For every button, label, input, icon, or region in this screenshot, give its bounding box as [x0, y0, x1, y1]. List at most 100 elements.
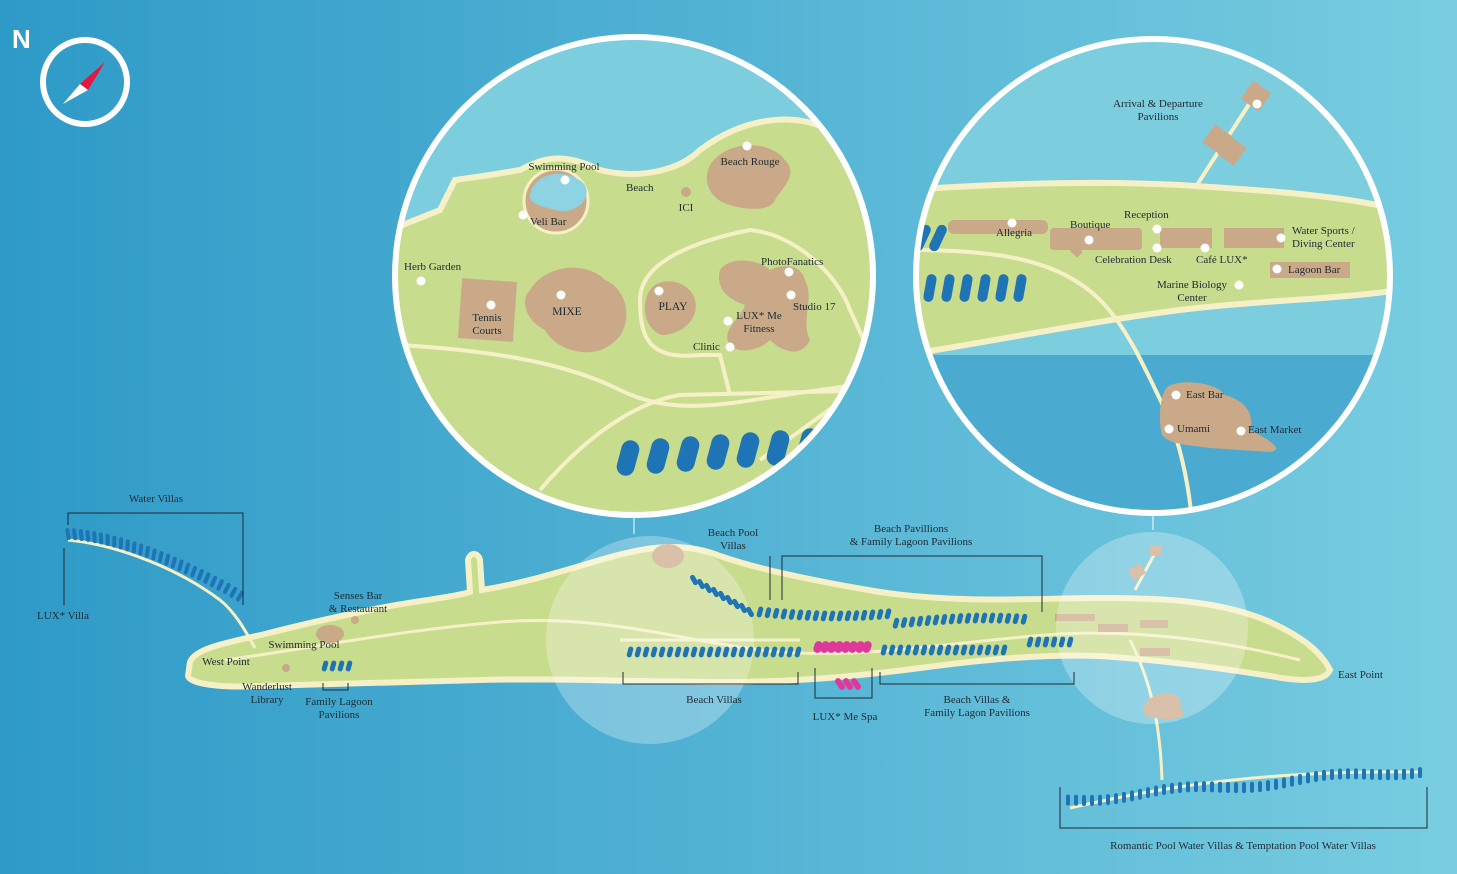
beach-villa	[770, 646, 778, 658]
label-clinic: Clinic	[693, 341, 720, 353]
beach-pavilion	[796, 609, 804, 621]
water-villa	[72, 528, 78, 541]
beach-villa	[690, 646, 698, 658]
location-dot	[723, 316, 733, 326]
beach-pavilion	[892, 617, 900, 629]
beach-villa	[762, 646, 770, 658]
lagoon-pavilion-east	[1066, 636, 1074, 648]
zoom-beach-villa	[706, 434, 730, 470]
label-east-point: East Point	[1338, 669, 1383, 681]
beach-villa	[642, 646, 650, 658]
water-villa	[157, 551, 164, 563]
beach-pavilion	[764, 607, 772, 619]
beach-pavilion	[828, 610, 836, 622]
beach-villa-east	[1000, 644, 1008, 656]
label-umami: Umami	[1177, 423, 1210, 435]
pool-water-villa	[1394, 769, 1398, 781]
pool-water-villa	[1066, 794, 1070, 806]
pool-water-villa	[1354, 768, 1358, 780]
beach-villa	[778, 646, 786, 658]
beach-pavilion	[908, 616, 916, 628]
water-villa	[203, 572, 211, 584]
zoom-villa-south	[1013, 274, 1027, 302]
beach-pavilion	[988, 612, 996, 624]
beach-villa	[738, 646, 746, 658]
beach-pavilion	[860, 609, 868, 621]
beach-pool-villa	[725, 594, 733, 606]
location-dot	[556, 290, 566, 300]
pool-water-villa	[1122, 791, 1126, 803]
beach-villa	[674, 646, 682, 658]
label-photofanatics: PhotoFanatics	[761, 256, 824, 268]
beach-pavilion	[924, 615, 932, 626]
beach-pavilion	[940, 614, 948, 625]
pool-water-villa	[1290, 775, 1294, 787]
bracket-lines	[63, 512, 1428, 829]
water-villa	[92, 531, 97, 544]
pool-water-villa	[1386, 769, 1390, 781]
beach-pool-villa	[739, 602, 747, 614]
pool-water-villa	[1330, 769, 1334, 780]
pool-water-villa	[1322, 769, 1326, 781]
location-dot	[1152, 243, 1162, 253]
zoom-beach-villa	[826, 426, 850, 462]
pool-water-villa	[1146, 787, 1150, 799]
location-dot	[725, 342, 735, 352]
beach-villa	[658, 646, 666, 658]
label-swimming-pool-main: Swimming Pool	[268, 639, 340, 651]
label-water-sports: Water Sports / Diving Center	[1292, 225, 1355, 250]
water-villa	[222, 582, 231, 595]
label-ici: ICI	[678, 202, 694, 214]
beach-villa	[754, 646, 762, 658]
beach-pool-villa	[690, 574, 698, 586]
location-dot	[416, 276, 426, 286]
zoom-beach-villa	[766, 430, 790, 466]
spa-treatment-room	[813, 641, 823, 653]
lagoon-pavilion	[321, 660, 329, 672]
beach-pool-villa	[718, 590, 726, 602]
beach-pavilion	[916, 615, 924, 627]
beach-villa-east	[936, 644, 944, 656]
beach-villa-east	[904, 644, 912, 656]
label-arrival-departure: Arrival & Departure Pavilions	[1113, 98, 1203, 123]
beach-pavilion	[772, 607, 780, 619]
pool-water-villa	[1202, 781, 1206, 793]
beach-pavilion	[972, 612, 980, 624]
beach-villa	[794, 646, 802, 658]
label-cafe-lux: Café LUX*	[1196, 254, 1248, 266]
pool-water-villa	[1234, 782, 1238, 794]
beach-pool-villa	[746, 606, 754, 618]
water-villa	[177, 559, 184, 572]
spa-treatment-room	[862, 641, 872, 653]
zoom-circle-right	[913, 36, 1393, 516]
beach-pavilion	[900, 617, 908, 628]
location-dot	[784, 267, 794, 277]
beach-pool-villa	[711, 586, 719, 598]
label-mixe: MIXE	[552, 306, 582, 318]
beach-pavilion	[948, 613, 956, 625]
beach-pool-villa	[732, 598, 740, 610]
label-east-bar: East Bar	[1186, 389, 1224, 401]
pool-water-villa	[1314, 770, 1318, 782]
beach-pavilion	[932, 614, 940, 626]
beach-pavilion	[1020, 613, 1028, 625]
label-senses-bar: Senses Bar & Restaurant	[328, 590, 388, 615]
spa-treatment-room	[827, 641, 837, 653]
spa-treatment-room	[841, 641, 851, 653]
water-villa	[105, 533, 110, 546]
label-tennis-courts: Tennis Courts	[472, 312, 502, 337]
zoom-beach-villa	[736, 432, 760, 468]
beach-villa	[634, 646, 642, 658]
water-villa	[164, 553, 171, 566]
water-villa	[118, 537, 124, 550]
location-dot	[1084, 235, 1094, 245]
spa-villa	[842, 678, 854, 690]
beach-pavilion	[876, 608, 884, 620]
location-dot	[654, 286, 664, 296]
beach-pavilion	[1004, 613, 1012, 624]
villa-markers	[65, 528, 1422, 806]
pool-water-villa	[1106, 794, 1110, 806]
water-villa	[170, 556, 177, 569]
location-dot	[1252, 99, 1262, 109]
beach-villa-east	[896, 644, 904, 656]
